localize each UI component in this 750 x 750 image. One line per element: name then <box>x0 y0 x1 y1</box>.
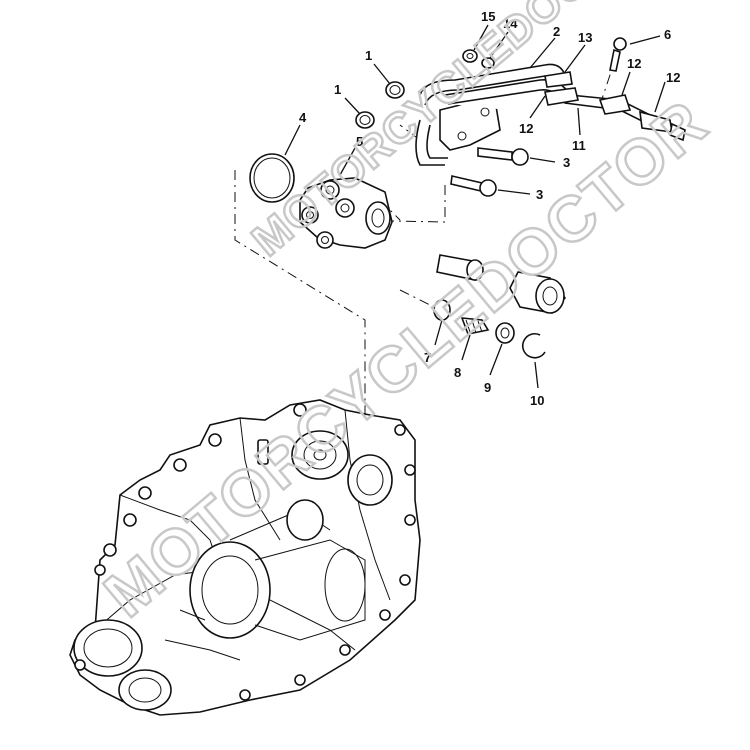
nut-15 <box>462 49 478 63</box>
callout-15: 15 <box>481 9 495 24</box>
callout-1-b: 1 <box>334 82 341 97</box>
callout-4: 4 <box>299 110 307 125</box>
callout-7: 7 <box>424 350 431 365</box>
callout-14: 14 <box>503 16 518 31</box>
circlip-10 <box>521 332 546 359</box>
callout-11: 11 <box>572 138 586 153</box>
callout-1-a: 1 <box>365 48 372 63</box>
callout-leaders <box>284 24 666 389</box>
callout-labels: 15 14 2 13 6 12 12 12 1 1 11 4 5 3 3 7 8… <box>299 9 680 408</box>
bolt-6 <box>609 37 627 72</box>
spring-8 <box>460 317 490 335</box>
callout-3-a: 3 <box>563 155 570 170</box>
crankcase <box>69 399 421 716</box>
callout-12-b: 12 <box>666 70 680 85</box>
o-ring-small-lower <box>355 111 375 129</box>
callout-12-a: 12 <box>627 56 641 71</box>
callout-3-b: 3 <box>536 187 543 202</box>
callout-10: 10 <box>530 393 544 408</box>
callout-2: 2 <box>553 24 560 39</box>
washer-9 <box>495 322 515 344</box>
washer-14 <box>481 57 495 69</box>
callout-12-c: 12 <box>519 121 533 136</box>
callout-5: 5 <box>356 134 363 149</box>
o-ring-small-upper <box>385 81 405 99</box>
callout-6: 6 <box>664 27 671 42</box>
oil-filter-housing <box>299 177 393 249</box>
callout-13: 13 <box>578 30 592 45</box>
bolt-lower <box>450 175 497 197</box>
callout-9: 9 <box>484 380 491 395</box>
bolt-upper <box>477 147 529 166</box>
oil-filter-cartridge <box>509 271 567 314</box>
o-ring-large <box>249 153 295 203</box>
oil-pipe-assembly <box>415 63 686 166</box>
fitting-pipe <box>436 254 484 281</box>
callout-8: 8 <box>454 365 461 380</box>
